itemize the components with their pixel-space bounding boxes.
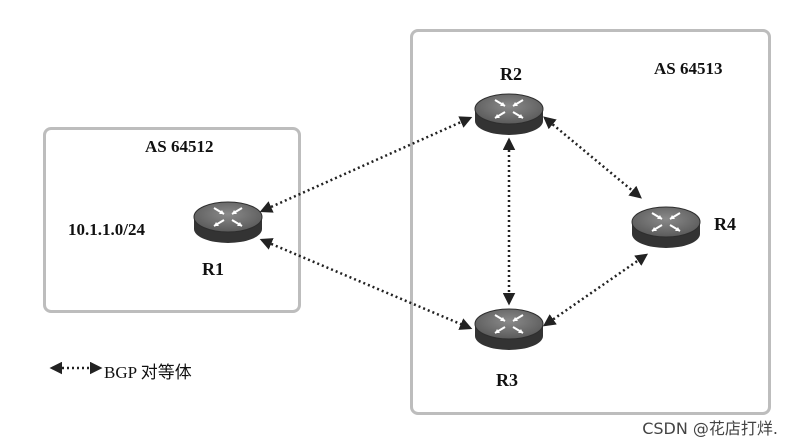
router-r1-icon	[193, 201, 263, 244]
router-r2-label: R2	[500, 64, 522, 84]
router-r4-label: R4	[714, 214, 736, 234]
as-64512-label: AS 64512	[145, 137, 214, 156]
as-64513-label: AS 64513	[654, 59, 723, 78]
router-r3-icon	[474, 308, 544, 351]
router-r3-label: R3	[496, 370, 518, 390]
legend-label: BGP 对等体	[104, 363, 192, 382]
link-r1-r3	[259, 238, 473, 330]
as-64513-box	[410, 29, 771, 415]
router-r2-icon	[474, 93, 544, 136]
network-prefix-label: 10.1.1.0/24	[68, 220, 145, 239]
link-r1-r2	[259, 116, 473, 213]
link-r3-r4	[542, 253, 649, 327]
router-r4-icon	[631, 206, 701, 249]
link-r2-r4	[543, 116, 642, 199]
watermark: CSDN @花店打烊.	[642, 419, 778, 438]
router-r1-label: R1	[202, 259, 224, 279]
